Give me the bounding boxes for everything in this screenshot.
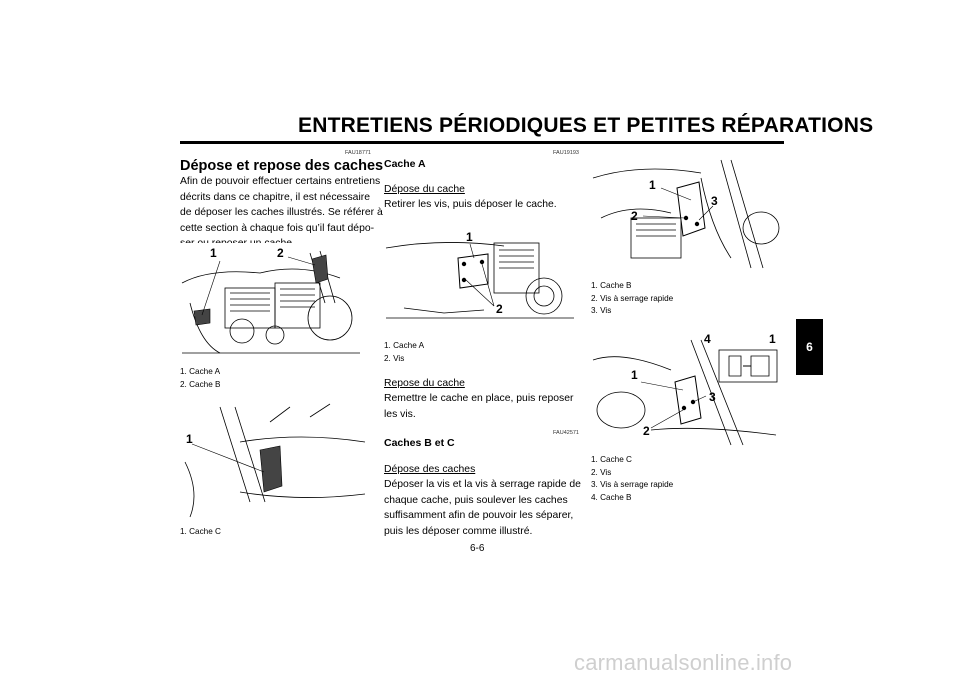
procedure-title: Repose du cache bbox=[384, 378, 465, 389]
figure-cache-a: 1 2 bbox=[384, 218, 576, 336]
page-header-title: ENTRETIENS PÉRIODIQUES ET PETITES RÉPARA… bbox=[298, 114, 874, 137]
procedure-text: Déposer la vis et la vis à serrage rapid… bbox=[384, 477, 581, 539]
callout-2: 2 bbox=[496, 302, 503, 316]
callout-4: 4 bbox=[704, 332, 711, 346]
section-code: FAU19193 bbox=[553, 150, 579, 156]
figure-cache-a-b: 1 2 bbox=[180, 243, 368, 361]
callout-1: 1 bbox=[186, 432, 193, 446]
caption-item: 2. Cache B bbox=[180, 379, 221, 389]
engine-illustration bbox=[181, 250, 360, 354]
cache-b-illustration bbox=[592, 159, 780, 269]
callout-1: 1 bbox=[466, 230, 473, 244]
text-line: chaque cache, puis soulever les caches bbox=[384, 494, 568, 506]
text-line: Afin de pouvoir effectuer certains entre… bbox=[180, 176, 381, 187]
callout-1: 1 bbox=[769, 332, 776, 346]
figure-cache-c: 1 bbox=[180, 402, 368, 520]
section-code: FAU42571 bbox=[553, 430, 579, 436]
cache-a-illustration bbox=[385, 242, 574, 319]
callout-3: 3 bbox=[709, 390, 716, 404]
figure-caption: 1. Cache C bbox=[180, 526, 221, 539]
caption-item: 4. Cache B bbox=[591, 492, 632, 502]
caption-item: 1. Cache C bbox=[180, 527, 221, 536]
figure-cache-b-c: 4 1 1 3 2 bbox=[591, 330, 781, 448]
callout-1: 1 bbox=[631, 368, 638, 382]
caption-item: 2. Vis à serrage rapide bbox=[591, 293, 674, 303]
procedure-text: Remettre le cache en place, puis reposer… bbox=[384, 391, 576, 422]
header-rule bbox=[180, 141, 784, 144]
cache-b-c-illustration bbox=[592, 339, 778, 446]
chapter-number: 6 bbox=[806, 340, 813, 354]
text-line: les vis. bbox=[384, 408, 416, 420]
text-line: Remettre le cache en place, puis reposer bbox=[384, 393, 574, 404]
callout-2: 2 bbox=[643, 424, 650, 438]
watermark: carmanualsonline.info bbox=[574, 650, 793, 675]
callout-2: 2 bbox=[631, 209, 638, 223]
caption-item: 2. Vis bbox=[591, 467, 612, 477]
text-line: de déposer les caches illustrés. Se réfé… bbox=[180, 207, 383, 218]
figure-caption: 1. Cache B 2. Vis à serrage rapide 3. Vi… bbox=[591, 280, 673, 318]
text-line: Retirer les vis, puis déposer le cache. bbox=[384, 199, 557, 210]
caption-item: 1. Cache C bbox=[591, 455, 632, 464]
caption-item: 3. Vis à serrage rapide bbox=[591, 480, 674, 489]
figure-cache-b: 1 2 3 bbox=[591, 158, 781, 276]
subsection-title: Cache A bbox=[384, 158, 426, 170]
caption-item: 1. Cache A bbox=[180, 367, 221, 376]
caption-item: 3. Vis bbox=[591, 306, 612, 315]
procedure-title: Dépose des caches bbox=[384, 464, 476, 475]
text-line: suffisamment afin de pouvoir les séparer… bbox=[384, 510, 574, 521]
page-number: 6-6 bbox=[470, 543, 485, 554]
callout-3: 3 bbox=[711, 194, 718, 208]
section-title: Dépose et repose des caches bbox=[180, 158, 384, 174]
figure-caption: 1. Cache C 2. Vis 3. Vis à serrage rapid… bbox=[591, 454, 673, 504]
callout-1: 1 bbox=[210, 246, 217, 260]
text-line: puis les déposer comme illustré. bbox=[384, 525, 533, 537]
intro-paragraph: Afin de pouvoir effectuer certains entre… bbox=[180, 174, 383, 252]
text-line: décrits dans ce chapitre, il est nécessa… bbox=[180, 191, 371, 203]
procedure-text: Retirer les vis, puis déposer le cache. bbox=[384, 197, 576, 213]
callout-2: 2 bbox=[277, 246, 284, 260]
caption-item: 1. Cache A bbox=[384, 341, 425, 350]
text-line: cette section à chaque fois qu’il faut d… bbox=[180, 222, 375, 234]
callout-1: 1 bbox=[649, 178, 656, 192]
tank-illustration bbox=[184, 403, 366, 518]
text-line: Déposer la vis et la vis à serrage rapid… bbox=[384, 479, 581, 490]
figure-caption: 1. Cache A 2. Cache B bbox=[180, 366, 221, 391]
caption-item: 2. Vis bbox=[384, 353, 405, 363]
subsection-title: Caches B et C bbox=[384, 437, 455, 449]
figure-caption: 1. Cache A 2. Vis bbox=[384, 340, 424, 365]
procedure-title: Dépose du cache bbox=[384, 184, 465, 195]
caption-item: 1. Cache B bbox=[591, 281, 632, 290]
chapter-tab: 6 bbox=[796, 319, 823, 375]
section-code: FAU18771 bbox=[345, 150, 371, 156]
